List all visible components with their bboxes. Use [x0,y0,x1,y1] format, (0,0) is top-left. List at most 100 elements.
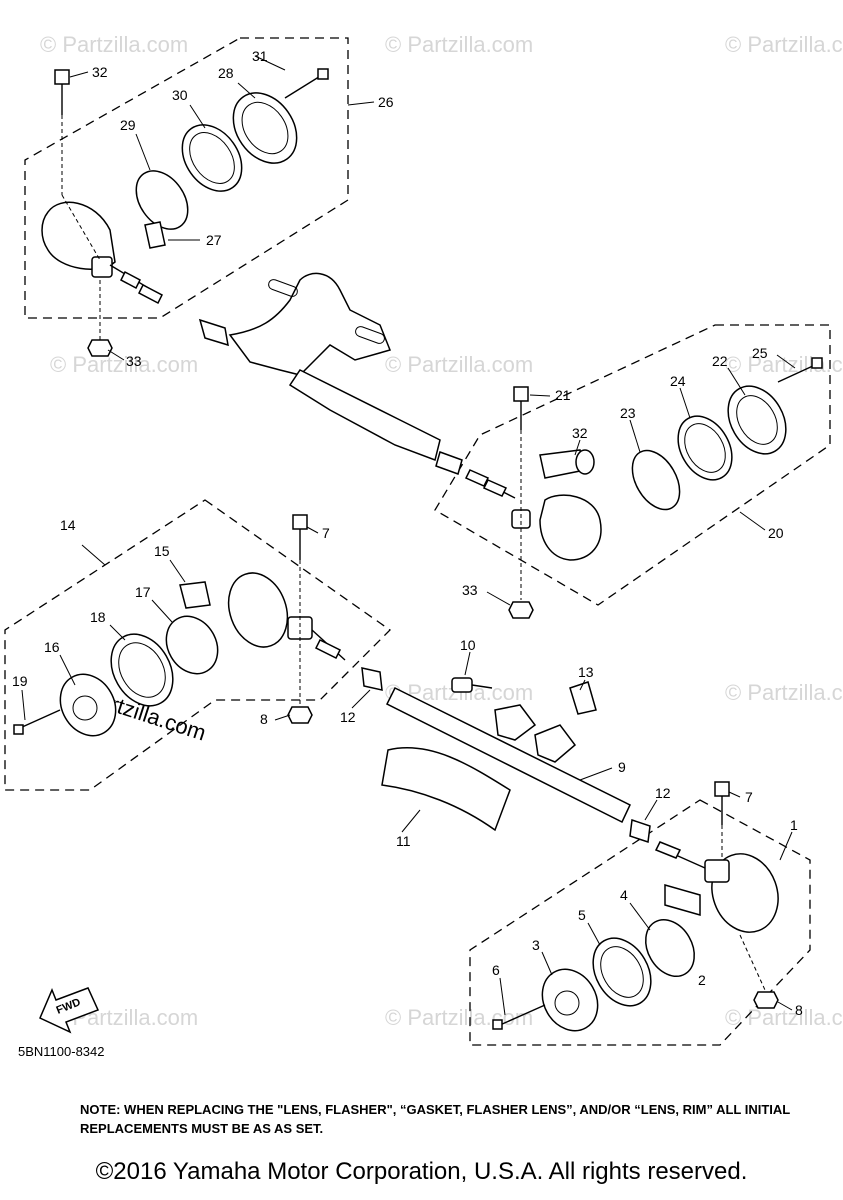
stay-bar-9 [361,667,651,844]
wire-connector [654,841,682,859]
leader-13 [579,679,586,691]
flasher-stay [198,272,463,475]
watermark: © Partzilla.com [385,352,533,377]
bolt-10-head [451,677,473,693]
leader-16 [59,654,76,686]
assembly-outline-20 [434,324,831,606]
flasher-lens-17 [165,615,219,675]
watermark: © Partzilla.com [40,32,188,57]
callout-label: 22 [712,353,728,369]
lens-rim-inner [736,395,778,445]
flasher-body [539,494,602,561]
wire-connector [314,638,342,660]
bolt-7-head [292,514,308,530]
callout-label: 31 [252,48,268,64]
wire-connector [464,469,490,487]
screw-25 [777,364,816,383]
callout-label: 25 [752,345,768,361]
nut-33 [87,339,113,357]
leader-7-left [306,526,319,534]
bulb-27 [144,221,166,249]
callout-label: 17 [135,584,151,600]
callout-label: 2 [698,972,706,988]
leader-28 [237,82,256,99]
screw-6-head [492,1019,503,1030]
leader-15 [169,559,186,583]
callout-label: 8 [260,711,268,727]
nut-8 [753,991,779,1009]
flasher-mount [704,859,730,883]
flasher-lens-4 [645,919,695,977]
clamp-13 [569,681,597,715]
gasket-30 [181,124,243,192]
bolt-7-head [714,781,730,797]
leader-25 [776,354,796,369]
bolt-leader [721,825,766,991]
stay-end [435,451,463,475]
flasher-assembly-1 [492,781,779,1032]
leader-29 [135,133,151,171]
screw-6 [499,1004,546,1026]
leader-1 [779,831,793,861]
callout-leaders [21,55,796,1016]
bar-bracket [534,724,577,763]
wire-connector [482,479,508,497]
callout-label: 16 [44,639,60,655]
callout-label: 9 [618,759,626,775]
leader-5 [587,922,601,946]
watermark: © Partzilla.com [725,352,843,377]
screw-31 [284,74,323,99]
assembly-outline-14 [4,499,392,791]
nut-33 [508,601,534,619]
watermark: © Partzilla.com [385,32,533,57]
leader-7-right [728,791,741,798]
leader-3 [541,951,553,976]
fwd-arrow: FWD [39,987,100,1034]
callout-label: 12 [340,709,356,725]
cover-11 [381,747,511,832]
callout-label: 10 [460,637,476,653]
leader-32-mid [529,394,551,397]
callout-label: 8 [795,1002,803,1018]
watermark: © Partzilla.com [725,1005,843,1030]
callout-label: 11 [396,833,411,849]
wire-connector [120,270,141,290]
gasket-inner [189,132,235,184]
stay-arm [288,369,441,461]
callout-label: 19 [12,673,28,689]
leader-33-top [107,349,125,361]
callout-label: 12 [655,785,671,801]
callout-label: 28 [218,65,234,81]
flasher-body [227,572,289,648]
callout-label: 27 [206,232,222,248]
callout-label: 21 [555,387,571,403]
callout-label: 29 [120,117,136,133]
screw-31-head [317,68,329,80]
bolt-32-head [513,386,529,402]
bulb-socket [664,884,701,916]
lens-16 [59,673,117,737]
part-code: 5BN1100-8342 [18,1044,105,1059]
gasket-inner [600,946,644,998]
gasket-18 [110,633,174,707]
leader-12-right [644,799,658,821]
callout-label: 32 [92,64,108,80]
bulb-15 [179,581,211,609]
leader-8-right [777,1001,793,1011]
bushing-12 [629,818,651,844]
callout-label: 14 [60,517,76,533]
stay-collar [198,318,229,347]
leader-23 [629,419,641,453]
copyright-line: ©2016 Yamaha Motor Corporation, U.S.A. A… [95,1158,748,1185]
screw-25-head [811,357,823,369]
bushing-12 [361,667,383,691]
leader-31 [254,55,286,71]
assembly-outline-1 [469,799,811,1046]
leader-30 [189,104,206,129]
leader-6 [499,977,506,1016]
bar-bracket [494,704,537,741]
callout-label: 20 [768,525,784,541]
stay-slot [355,326,385,344]
callout-label: 3 [532,937,540,953]
